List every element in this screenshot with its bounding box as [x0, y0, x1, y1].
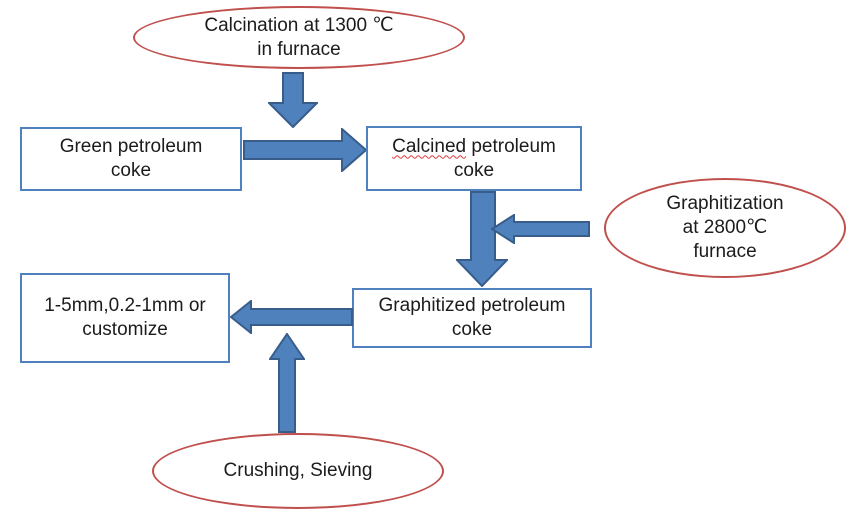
- node-graphitized-coke-box: Graphitized petroleum coke: [352, 288, 592, 348]
- node-crushing-ellipse: Crushing, Sieving: [152, 433, 444, 509]
- node-calcination-line1: Calcination at 1300 ℃: [204, 14, 394, 36]
- node-output-sizes-line2: customize: [82, 319, 168, 340]
- node-green-coke-line2: coke: [110, 160, 152, 181]
- arrow-crushing-up-icon: [269, 333, 305, 433]
- node-graphitized-coke-line1: Graphitized petroleum: [378, 295, 566, 316]
- node-calcined-coke-line2: coke: [453, 159, 495, 181]
- arrow-graphitization-left-icon: [491, 214, 590, 244]
- arrow-calcination-down-icon: [268, 72, 318, 128]
- node-calcination-ellipse: Calcination at 1300 ℃ in furnace: [133, 6, 465, 69]
- node-calcined-coke-line1: Calcined petroleum: [392, 135, 556, 159]
- arrow-calcined-to-graphitized-down-icon: [456, 191, 508, 287]
- node-graphitization-line1: Graphitization: [666, 193, 784, 214]
- misspelled-word: Calcined: [392, 135, 467, 157]
- node-calcined-coke-line1-rest: petroleum: [466, 135, 556, 157]
- arrow-graphitized-to-sizes-left-icon: [230, 300, 353, 334]
- node-green-coke-line1: Green petroleum: [59, 136, 203, 157]
- node-graphitization-ellipse: Graphitization at 2800℃ furnace: [604, 178, 846, 278]
- node-graphitization-line3: furnace: [693, 241, 757, 262]
- node-calcination-line2: in furnace: [257, 38, 341, 60]
- node-crushing-line1: Crushing, Sieving: [223, 460, 373, 481]
- node-green-coke-box: Green petroleum coke: [20, 127, 242, 191]
- node-output-sizes-box: 1-5mm,0.2-1mm or customize: [20, 273, 230, 363]
- node-graphitization-line2: at 2800℃: [682, 217, 768, 238]
- node-graphitized-coke-line2: coke: [451, 319, 493, 340]
- node-calcined-coke-box: Calcined petroleum coke: [366, 126, 582, 191]
- node-output-sizes-line1: 1-5mm,0.2-1mm or: [44, 295, 206, 316]
- arrow-green-to-calcined-right-icon: [243, 128, 367, 172]
